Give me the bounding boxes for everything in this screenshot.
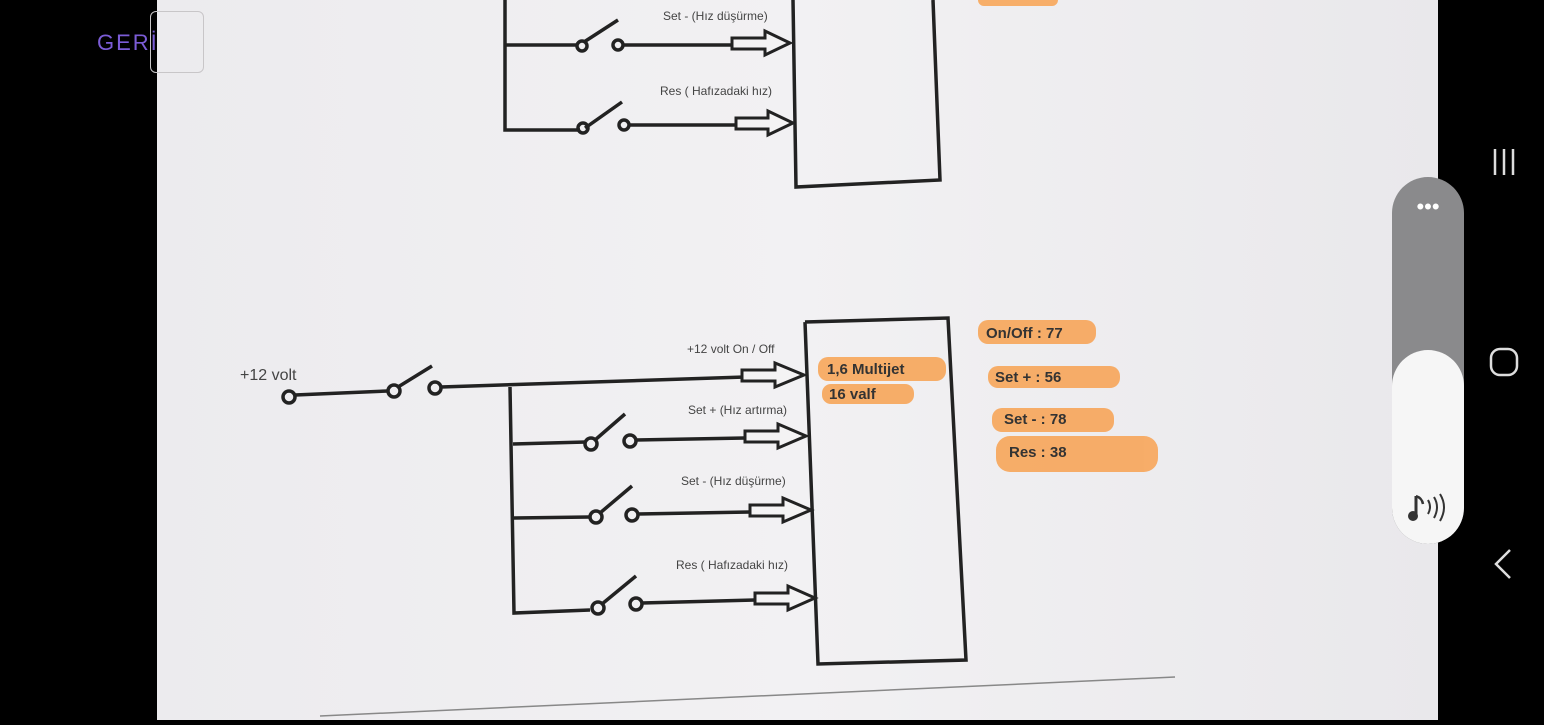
code-res: Res : 38 [1009,444,1067,461]
volume-slider[interactable]: ••• [1392,177,1464,544]
camera-photo-view: Set - (Hız düşürme) Res ( Hafızadaki hız… [157,0,1438,720]
recent-apps-icon[interactable] [1484,142,1524,182]
module-line2: 16 valf [829,386,877,403]
code-set-minus: Set - : 78 [1004,411,1067,428]
top-set-minus-label: Set - (Hız düşürme) [663,9,768,23]
more-options-icon[interactable]: ••• [1416,194,1440,219]
back-icon[interactable] [1484,544,1524,584]
code-on-off: On/Off : 77 [986,325,1063,342]
code-set-plus: Set + : 56 [995,369,1061,386]
media-volume-icon [1408,493,1445,522]
back-button[interactable]: GERİ [97,30,159,55]
top-res-label: Res ( Hafızadaki hız) [660,84,772,98]
supply-label: +12 volt [240,367,297,384]
on-off-label: +12 volt On / Off [687,342,775,356]
highlights [818,0,1158,472]
set-plus-label: Set + (Hız artırma) [688,403,787,417]
back-button-frame[interactable] [150,11,204,73]
wiring-diagram: Set - (Hız düşürme) Res ( Hafızadaki hız… [240,0,1176,717]
module-line1: 1,6 Multijet [827,361,905,378]
set-minus-label: Set - (Hız düşürme) [681,474,786,488]
volume-level-fill[interactable] [1392,349,1464,544]
home-icon[interactable] [1484,342,1524,382]
res-label: Res ( Hafızadaki hız) [676,558,788,572]
